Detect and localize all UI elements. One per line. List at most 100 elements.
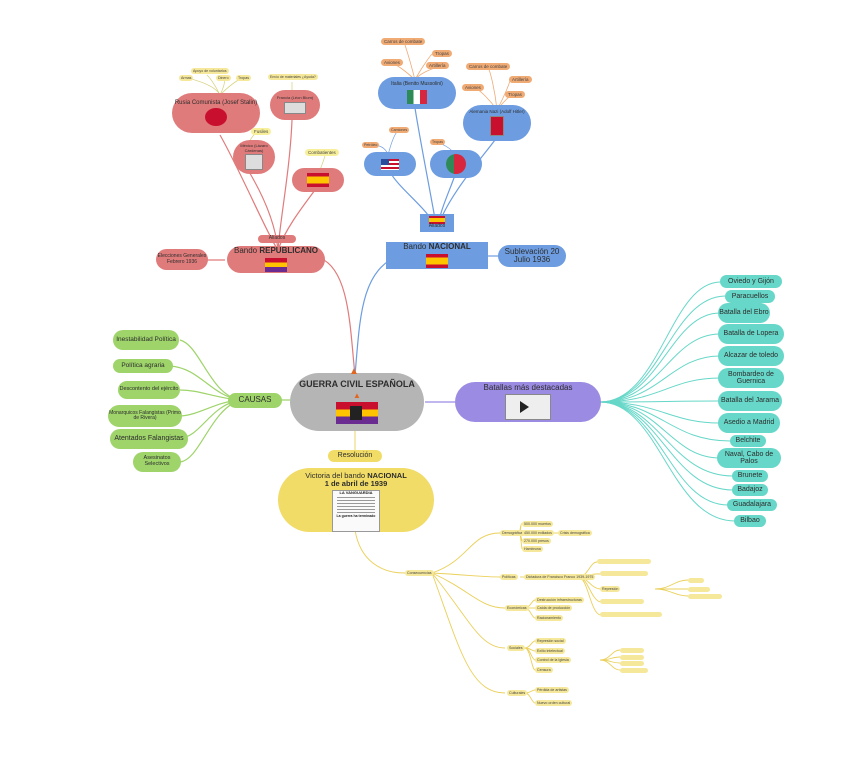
batalla-item-11[interactable]: Brunete [732,470,768,482]
cons-item-3-1: Destrucción infraestructuras [535,597,584,603]
alemania-item-3[interactable]: Aviones [462,84,484,91]
cons-deco-4d [620,668,648,673]
fusiles-chip[interactable]: Fusiles [251,128,272,135]
cons-branch-4[interactable]: Sociales [507,645,525,651]
combatientes-chip[interactable]: Combatientes [305,149,339,156]
bando-nacional-node[interactable]: Bando NACIONAL [386,242,488,269]
resolucion-label: Resolución [337,452,373,460]
batalla-item-9[interactable]: Belchite [730,435,766,447]
resolucion-node[interactable]: Resolución [328,450,382,462]
consecuencias-root-label: Consecuencias [407,571,432,575]
francia-node[interactable]: Francia (Léon Blum) [270,90,320,120]
francia-note: Envío de materiales ¿Ayuda? [270,75,316,79]
batalla-item-8[interactable]: Asedio a Madrid [718,413,780,433]
batalla-item-3[interactable]: Batalla del Ebro [718,303,770,323]
central-node[interactable]: ▲ GUERRA CIVIL ESPAÑOLA ▲ [290,366,424,431]
batalla-item-6[interactable]: Bombardeo de Guernica [718,368,784,388]
republican-flag-icon [265,257,287,272]
batalla-label-1: Oviedo y Gijón [728,277,774,285]
elecciones-node[interactable]: Elecciones Generales Febrero 1936 [156,249,208,270]
causas-node[interactable]: CAUSAS [228,393,282,408]
newspaper-image: LA VANGUARDIA La guerra ha terminado [332,489,380,532]
cons-deco-2e [688,578,704,583]
combatientes-flag-node[interactable] [292,168,344,192]
francia-photo [284,101,306,114]
republicano-prefix: Bando [233,246,260,256]
alemania-item-4[interactable]: Tropas [505,91,525,98]
italia-item-3[interactable]: Aviones [381,59,403,66]
consecuencias-root[interactable]: Consecuencias [405,570,434,576]
cons-item-3-2: Caída de producción [535,605,573,611]
eeuu-tag-label-2: Camiones [391,128,408,132]
cons-item-label-3-3: Racionamiento [537,616,561,620]
alemania-item-label-2: Artillería [512,77,529,82]
republicano-aliados-node[interactable]: Aliados [258,235,296,243]
cons-item-1-2: 450.000 exiliados [522,530,554,536]
eeuu-node[interactable] [364,152,416,176]
causa-item-5[interactable]: Atentados Falangistas [110,429,188,449]
spain-flag-icon [426,253,448,268]
batalla-label-10: Naval, Cabo de Palos [724,450,774,465]
batalla-label-14: Bilbao [740,517,760,525]
portugal-tag-label: Tropas [432,140,444,144]
causa-item-1[interactable]: Inestabilidad Política [113,330,179,350]
causa-item-2[interactable]: Política agraria [113,359,173,373]
batalla-item-10[interactable]: Naval, Cabo de Palos [717,448,781,468]
causa-item-6[interactable]: Asesinatos Selectivos [133,452,181,472]
rusia-node[interactable]: Rusia Comunista (Josef Stalin) [172,93,260,133]
italia-item-1[interactable]: Carros de combate [381,38,426,45]
cons-deco-2d [600,612,662,617]
italia-item-2[interactable]: Tropas [432,50,452,57]
play-icon [520,401,529,414]
cons-branch-5[interactable]: Culturales [507,690,528,696]
cons-item-label-1-2: 450.000 exiliados [524,531,552,535]
batalla-item-4[interactable]: Batalla de Lopera [718,324,784,344]
batalla-item-13[interactable]: Guadalajara [727,499,777,511]
combatientes-label: Combatientes [308,150,336,155]
francia-note-chip: Envío de materiales ¿Ayuda? [268,74,318,80]
cons-item-label-1-1: 500.000 muertos [524,522,551,526]
italy-flag-icon [407,89,427,104]
batalla-item-5[interactable]: Alcazar de toledo [718,346,784,366]
alemania-item-1[interactable]: Carros de combate [466,63,511,70]
batalla-item-14[interactable]: Bilbao [734,515,766,527]
batalla-item-1[interactable]: Oviedo y Gijón [720,275,782,288]
alemania-node[interactable]: Alemania Nazi (Adolf Hitler) [463,105,531,141]
nacional-label: Bando NACIONAL [403,243,471,251]
batalla-item-7[interactable]: Batalla del Jarama [718,391,782,411]
cons-branch-1[interactable]: Demográficas [500,530,527,536]
nacional-prefix: Bando [403,242,429,252]
batallas-node[interactable]: Batallas más destacadas [455,382,601,422]
sublevacion-node[interactable]: Sublevación 20 Julio 1936 [498,245,566,267]
batalla-label-3: Batalla del Ebro [719,309,769,317]
causa-item-4[interactable]: Monarquicos Falangistas (Primo de Rivera… [108,405,182,427]
newspaper-title: LA VANGUARDIA [339,489,373,495]
cons-branch-2[interactable]: Políticas [500,574,518,580]
batallas-video-thumb[interactable] [505,394,551,421]
victoria-node[interactable]: Victoria del bando NACIONAL 1 de abril d… [278,468,434,532]
cons-item-4-4: Censura [535,667,553,673]
batalla-label-5: Alcazar de toledo [723,352,779,360]
alemania-title: Alemania Nazi (Adolf Hitler) [469,109,525,115]
mexico-node[interactable]: México (Lázaro Cárdenas) [233,140,275,174]
cons-item-label-3-2: Caída de producción [537,606,571,610]
portugal-node[interactable] [430,150,482,178]
italia-item-4[interactable]: Artillería [426,62,449,69]
bando-republicano-node[interactable]: Bando REPUBLICANO [227,246,325,273]
cons-branch-label-4: Sociales [509,646,523,650]
batalla-item-12[interactable]: Badajoz [732,484,768,496]
batalla-item-2[interactable]: Paracuellos [725,290,775,303]
cons-item-label-4-3: Control de la Iglesia [537,658,569,662]
batalla-label-8: Asedio a Madrid [723,419,775,427]
alemania-photo [490,115,504,136]
alemania-item-2[interactable]: Artillería [509,76,532,83]
causa-item-3[interactable]: Descontento del ejército [118,381,180,399]
italia-node[interactable]: Italia (Benito Mussolini) [378,77,456,109]
spain-flag-icon [307,173,329,187]
cons-deco-2f [688,587,710,592]
cons-branch-3[interactable]: Económicas [505,605,529,611]
rusia-title: Rusia Comunista (Josef Stalin) [174,99,258,106]
nacional-aliados-node[interactable]: Aliados [420,214,454,232]
alemania-item-label-4: Tropas [508,92,522,97]
